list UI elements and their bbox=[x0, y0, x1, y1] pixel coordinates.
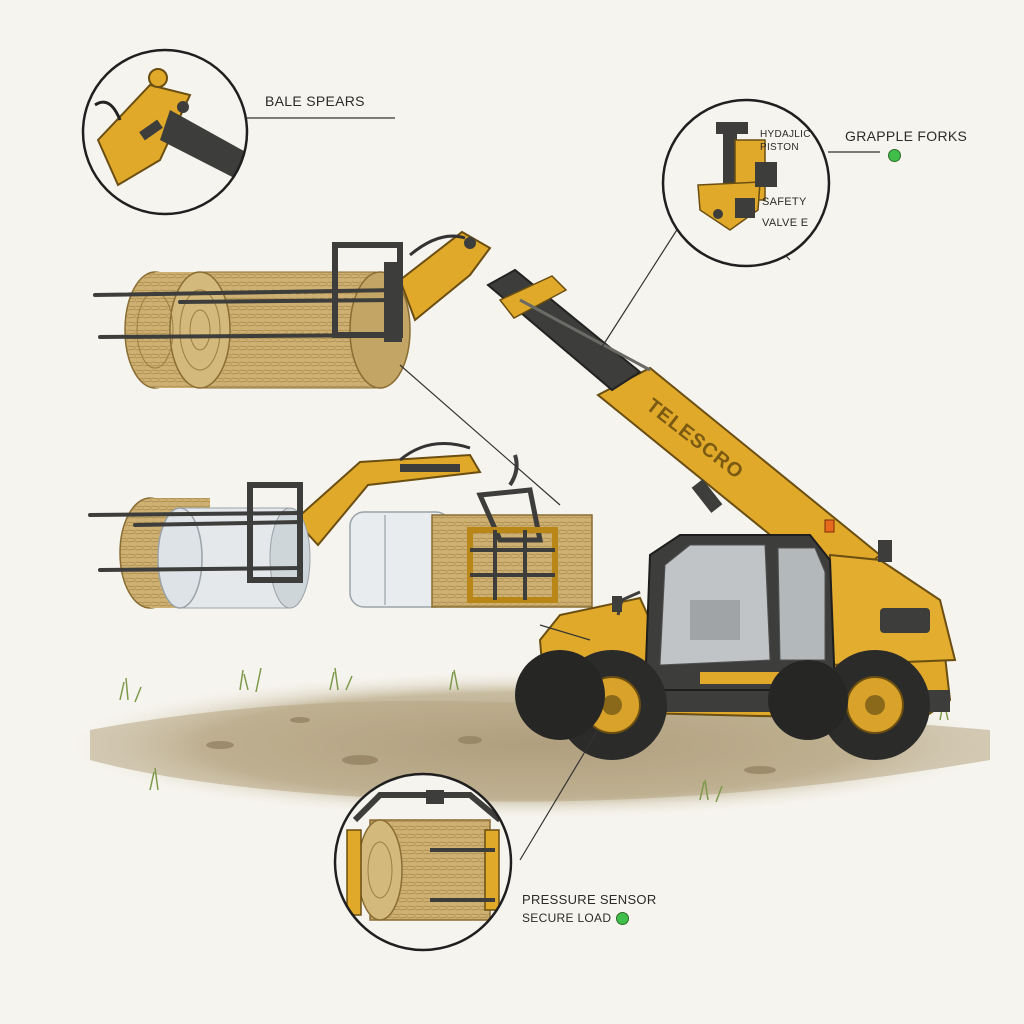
label-safety: SAFETY bbox=[762, 196, 807, 208]
upper-bale-spear-attachment bbox=[93, 230, 492, 389]
lower-grapple-attachment bbox=[88, 442, 593, 609]
grapple-status-dot-icon bbox=[888, 149, 901, 162]
rear-wheel bbox=[820, 650, 930, 760]
detail-circle-pressure-sensor bbox=[333, 772, 513, 952]
secure-load-status-dot-icon bbox=[616, 912, 629, 925]
label-secure-load: SECURE LOAD bbox=[522, 911, 612, 925]
detail-circle-bale-spears bbox=[81, 48, 249, 216]
label-valve: VALVE E bbox=[762, 217, 809, 229]
label-grapple-forks: GRAPPLE FORKS bbox=[845, 128, 968, 144]
detail-circle-hydraulic bbox=[661, 98, 831, 268]
label-hydraulic-piston: HYDAJLIC PISTON bbox=[760, 129, 811, 153]
label-pressure-sensor: PRESSURE SENSOR bbox=[522, 892, 657, 907]
label-bale-spears: BALE SPEARS bbox=[265, 93, 365, 109]
beacon-light-icon bbox=[824, 519, 835, 533]
telehandler-body bbox=[515, 519, 957, 760]
callout-leader-lines bbox=[246, 117, 880, 861]
